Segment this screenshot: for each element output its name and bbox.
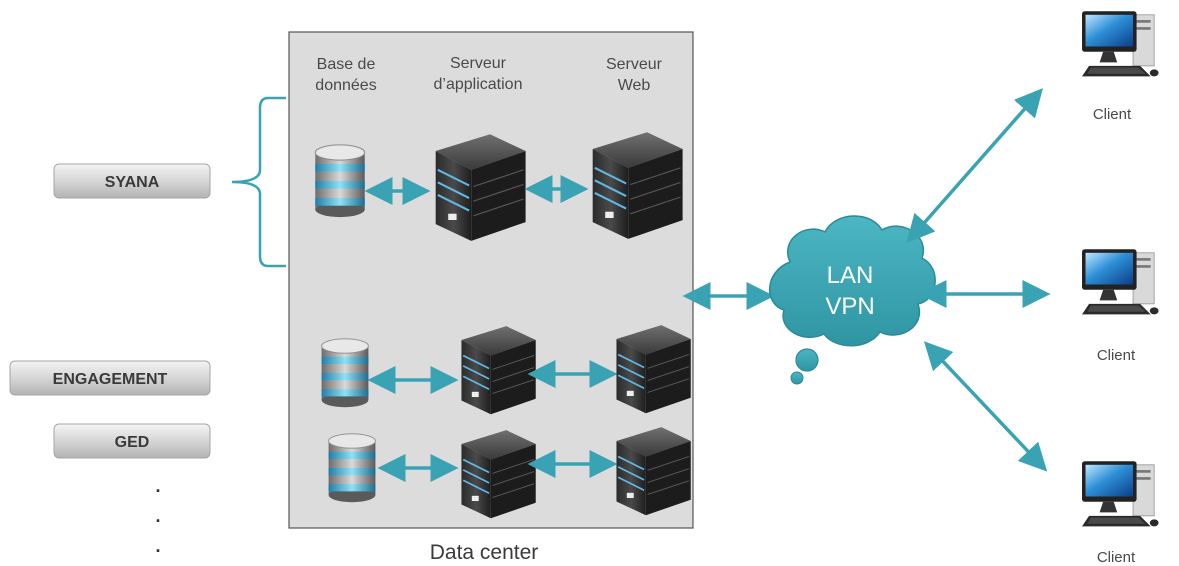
client-computer-icon xyxy=(1081,248,1160,315)
arrow-network-client-1 xyxy=(906,88,1043,244)
column-web-server-line1: Serveur xyxy=(606,56,663,73)
arrow-network-client-3 xyxy=(923,341,1048,472)
network-label-line1: LAN xyxy=(827,262,874,289)
column-web-server-line2: Web xyxy=(618,77,651,94)
database-icon xyxy=(314,144,366,218)
ellipsis-dot-1: . xyxy=(155,476,160,496)
column-app-server-line1: Serveur xyxy=(450,55,507,72)
app-button-syana[interactable]: SYANA xyxy=(53,163,211,199)
client-label-3: Client xyxy=(1097,549,1136,566)
column-database-line1: Base de xyxy=(317,56,376,73)
client-label-2: Client xyxy=(1097,347,1136,364)
ellipsis-dot-2: . xyxy=(155,506,160,526)
database-icon xyxy=(321,338,369,408)
web-server-icon xyxy=(615,426,692,517)
app-server-icon xyxy=(460,325,537,416)
app-button-syana-label: SYANA xyxy=(105,174,160,191)
cloud-icon xyxy=(768,215,936,385)
app-server-icon xyxy=(434,133,527,242)
app-button-ged-label: GED xyxy=(115,434,150,451)
ellipsis-dots: . . . xyxy=(155,476,160,556)
database-icon xyxy=(328,433,376,503)
client-computer-icon xyxy=(1081,10,1160,77)
app-server-icon xyxy=(460,429,537,520)
web-server-icon xyxy=(591,131,684,240)
network-label-line2: VPN xyxy=(825,293,874,320)
datacenter-label: Data center xyxy=(430,541,539,564)
curly-bracket xyxy=(231,96,286,268)
app-button-engagement-label: ENGAGEMENT xyxy=(53,371,168,388)
client-label-1: Client xyxy=(1093,106,1132,123)
app-button-ged[interactable]: GED xyxy=(53,423,211,459)
column-app-server-line2: d’application xyxy=(434,76,523,93)
column-database-line2: données xyxy=(315,77,376,94)
web-server-icon xyxy=(615,324,692,415)
app-button-engagement[interactable]: ENGAGEMENT xyxy=(9,360,211,396)
ellipsis-dot-3: . xyxy=(155,536,160,556)
client-computer-icon xyxy=(1081,460,1160,527)
